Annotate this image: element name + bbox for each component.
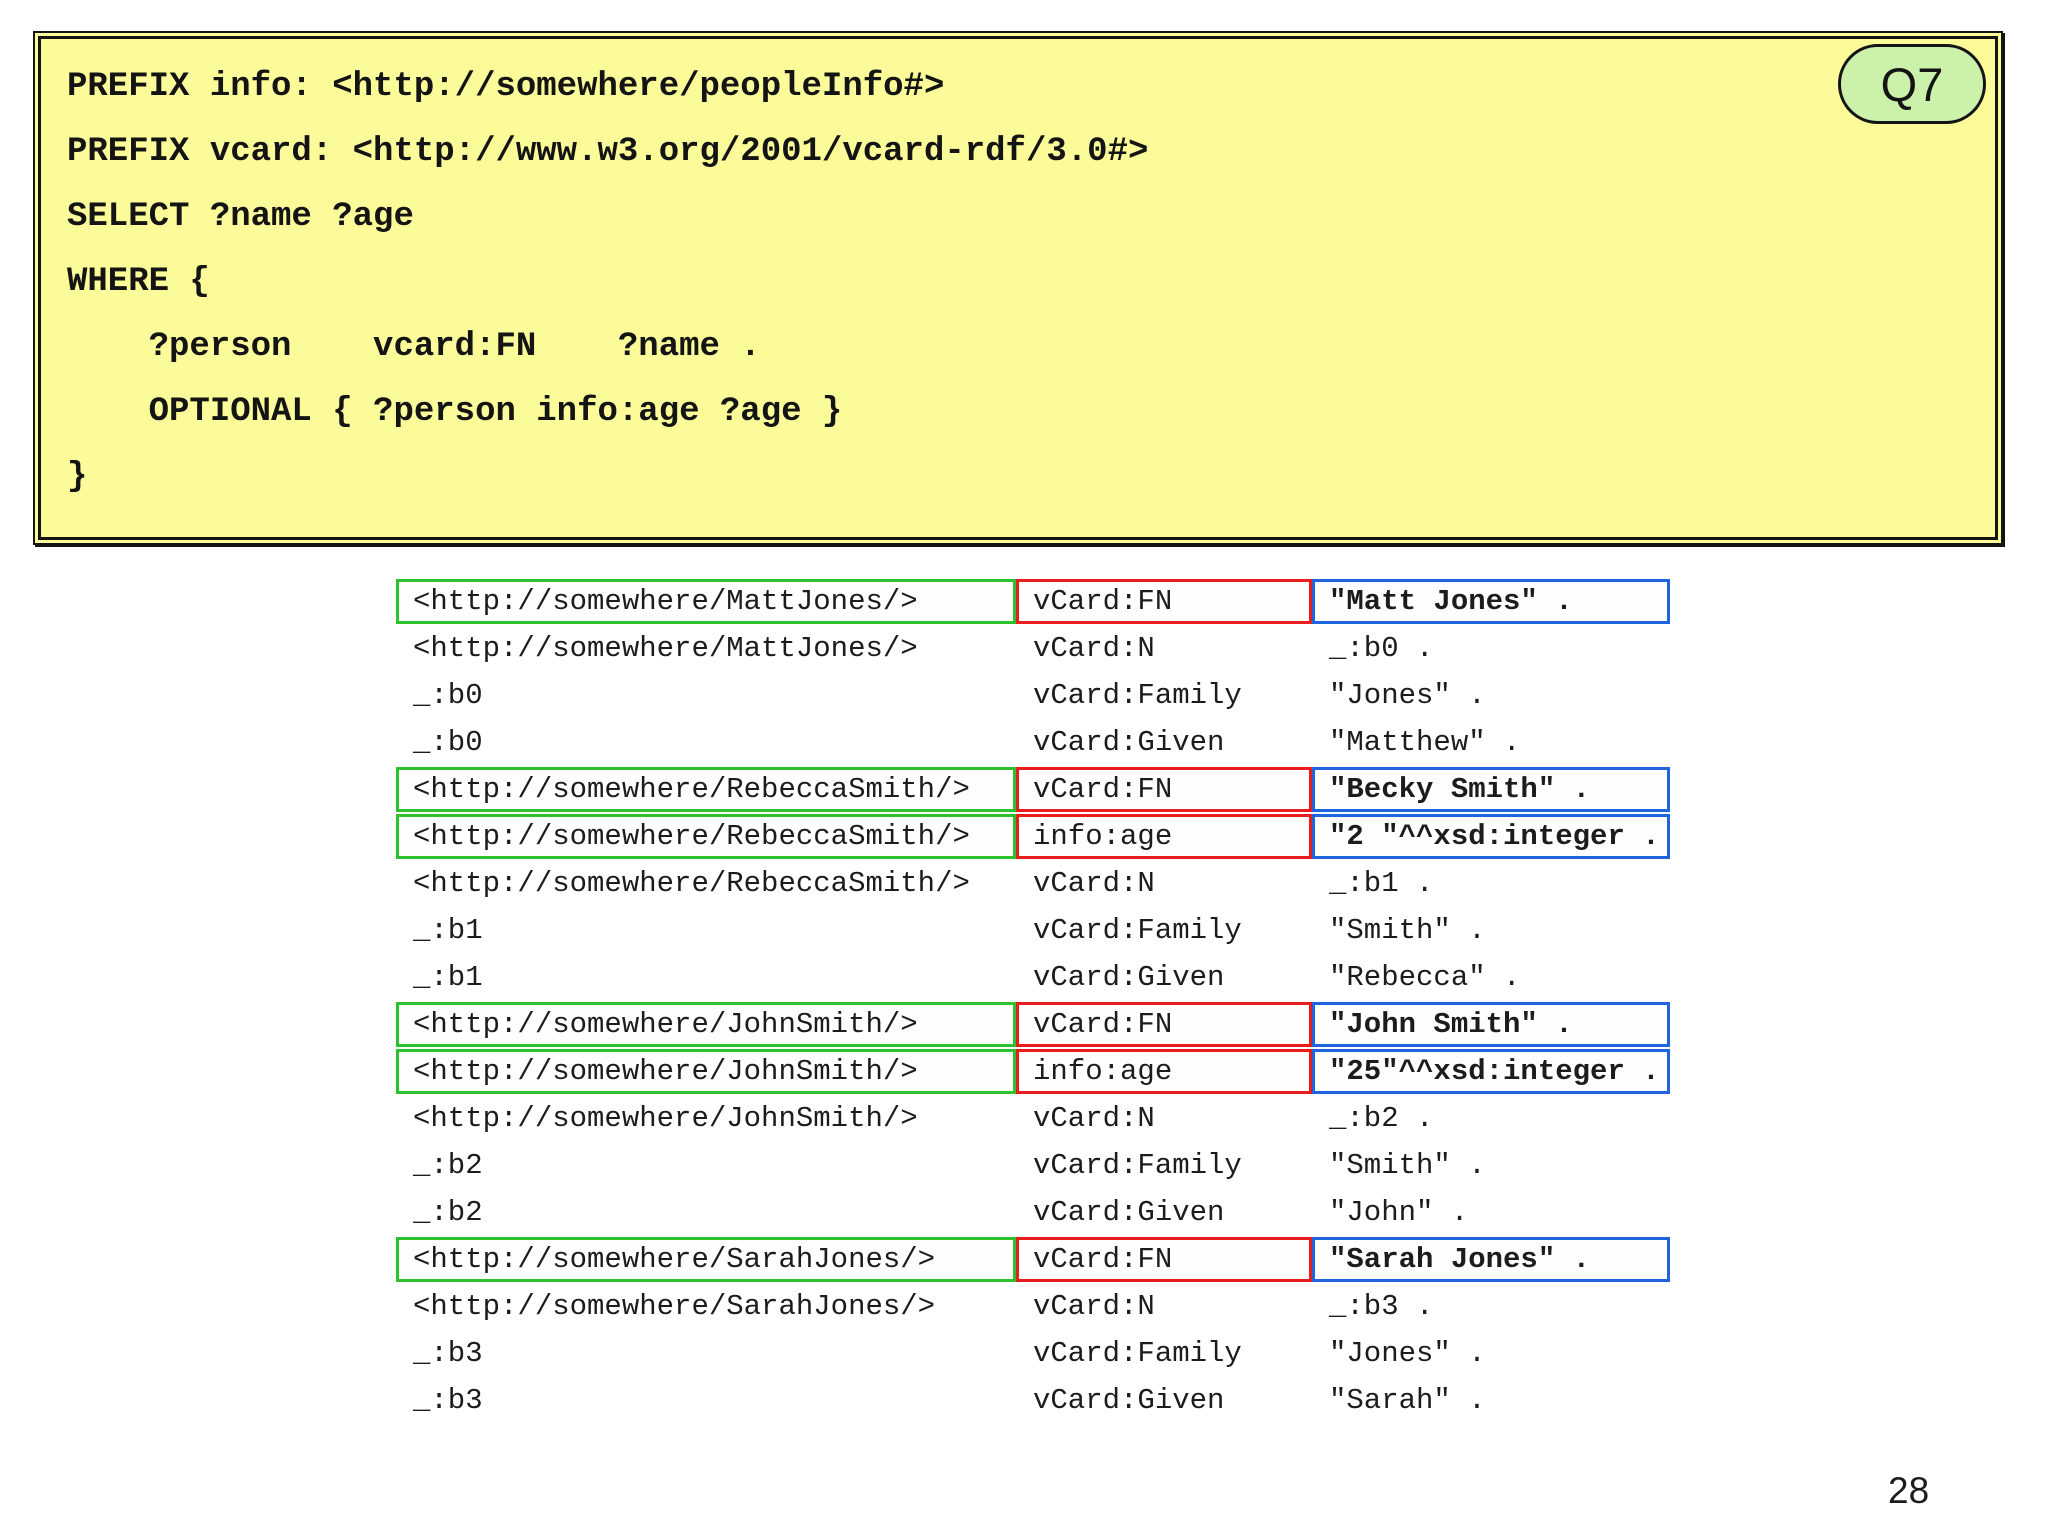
triple-subject: _:b1 <box>413 961 483 994</box>
triple-object: _:b2 . <box>1329 1102 1434 1135</box>
triple-predicate: vCard:Family <box>1033 1337 1242 1370</box>
triple-row: <http://somewhere/RebeccaSmith/>vCard:FN… <box>396 766 1670 813</box>
sparql-query-box: PREFIX info: <http://somewhere/peopleInf… <box>33 31 2003 545</box>
triple-object: "2 "^^xsd:integer . <box>1312 814 1670 859</box>
triple-object: "Matt Jones" . <box>1312 579 1670 624</box>
triple-predicate: vCard:N <box>1033 1102 1155 1135</box>
triple-predicate: vCard:N <box>1033 867 1155 900</box>
triple-subject: _:b0 <box>413 679 483 712</box>
triple-object: "25"^^xsd:integer . <box>1312 1049 1670 1094</box>
triple-object: "Smith" . <box>1329 914 1486 947</box>
triple-object: "John" . <box>1329 1196 1469 1229</box>
triple-predicate: vCard:FN <box>1016 579 1312 624</box>
triple-subject: <http://somewhere/MattJones/> <box>396 579 1016 624</box>
triple-predicate: info:age <box>1016 814 1312 859</box>
triple-object: "Sarah Jones" . <box>1312 1237 1670 1282</box>
triple-row: _:b1 vCard:Given "Rebecca" . <box>396 954 1670 1001</box>
triple-predicate: vCard:Family <box>1033 1149 1242 1182</box>
triple-row: <http://somewhere/MattJones/> vCard:N _:b0… <box>396 625 1670 672</box>
triple-object: "John Smith" . <box>1312 1002 1670 1047</box>
sparql-query-code: PREFIX info: <http://somewhere/peopleInf… <box>67 68 1149 496</box>
triple-row: _:b3 vCard:Given "Sarah" . <box>396 1377 1670 1424</box>
triple-predicate: vCard:FN <box>1016 1002 1312 1047</box>
triple-object: _:b1 . <box>1329 867 1434 900</box>
triple-object: _:b0 . <box>1329 632 1434 665</box>
triple-object: "Sarah" . <box>1329 1384 1486 1417</box>
triple-subject: _:b3 <box>413 1384 483 1417</box>
triple-object: _:b3 . <box>1329 1290 1434 1323</box>
triple-object: "Rebecca" . <box>1329 961 1521 994</box>
triple-subject: <http://somewhere/RebeccaSmith/> <box>413 867 970 900</box>
triple-row: <http://somewhere/SarahJones/>vCard:FN"S… <box>396 1236 1670 1283</box>
triple-subject: <http://somewhere/SarahJones/> <box>413 1290 936 1323</box>
triple-object: "Becky Smith" . <box>1312 767 1670 812</box>
triple-predicate: vCard:N <box>1033 632 1155 665</box>
triple-object: "Smith" . <box>1329 1149 1486 1182</box>
triple-row: <http://somewhere/JohnSmith/> vCard:N _:b2… <box>396 1095 1670 1142</box>
query-number-badge: Q7 <box>1838 44 1986 124</box>
triple-predicate: vCard:Given <box>1033 961 1225 994</box>
triple-predicate: vCard:N <box>1033 1290 1155 1323</box>
triple-row: _:b3 vCard:Family "Jones" . <box>396 1330 1670 1377</box>
triple-row: _:b2 vCard:Given "John" . <box>396 1189 1670 1236</box>
triple-object: "Jones" . <box>1329 1337 1486 1370</box>
triple-row: <http://somewhere/JohnSmith/>info:age"25… <box>396 1048 1670 1095</box>
triple-row: <http://somewhere/MattJones/>vCard:FN"Ma… <box>396 578 1670 625</box>
triple-subject: _:b3 <box>413 1337 483 1370</box>
triple-subject: _:b0 <box>413 726 483 759</box>
triple-subject: <http://somewhere/RebeccaSmith/> <box>396 814 1016 859</box>
triple-row: <http://somewhere/SarahJones/> vCard:N _:b… <box>396 1283 1670 1330</box>
triple-subject: _:b1 <box>413 914 483 947</box>
triple-row: <http://somewhere/RebeccaSmith/>info:age… <box>396 813 1670 860</box>
triple-row: _:b1 vCard:Family "Smith" . <box>396 907 1670 954</box>
triple-row: <http://somewhere/JohnSmith/>vCard:FN"Jo… <box>396 1001 1670 1048</box>
page-number: 28 <box>1888 1470 1930 1511</box>
triple-object: "Jones" . <box>1329 679 1486 712</box>
triple-subject: _:b2 <box>413 1196 483 1229</box>
triple-row: _:b2 vCard:Family "Smith" . <box>396 1142 1670 1189</box>
triple-predicate: vCard:FN <box>1016 1237 1312 1282</box>
triple-predicate: vCard:Given <box>1033 1384 1225 1417</box>
triple-row: _:b0 vCard:Family "Jones" . <box>396 672 1670 719</box>
triple-object: "Matthew" . <box>1329 726 1521 759</box>
triple-row: <http://somewhere/RebeccaSmith/> vCard:N _… <box>396 860 1670 907</box>
triple-subject: <http://somewhere/RebeccaSmith/> <box>396 767 1016 812</box>
triple-predicate: vCard:Given <box>1033 726 1225 759</box>
triple-subject: <http://somewhere/SarahJones/> <box>396 1237 1016 1282</box>
triple-subject: _:b2 <box>413 1149 483 1182</box>
triple-predicate: vCard:FN <box>1016 767 1312 812</box>
triple-predicate: vCard:Given <box>1033 1196 1225 1229</box>
triple-subject: <http://somewhere/JohnSmith/> <box>396 1002 1016 1047</box>
triple-subject: <http://somewhere/JohnSmith/> <box>396 1049 1016 1094</box>
sparql-query-box-inner: PREFIX info: <http://somewhere/peopleInf… <box>38 36 1998 540</box>
triple-predicate: vCard:Family <box>1033 914 1242 947</box>
triples-table: <http://somewhere/MattJones/>vCard:FN"Ma… <box>396 578 1670 1424</box>
triple-subject: <http://somewhere/JohnSmith/> <box>413 1102 918 1135</box>
triple-predicate: vCard:Family <box>1033 679 1242 712</box>
triple-row: _:b0 vCard:Given "Matthew" . <box>396 719 1670 766</box>
triple-predicate: info:age <box>1016 1049 1312 1094</box>
triple-subject: <http://somewhere/MattJones/> <box>413 632 918 665</box>
